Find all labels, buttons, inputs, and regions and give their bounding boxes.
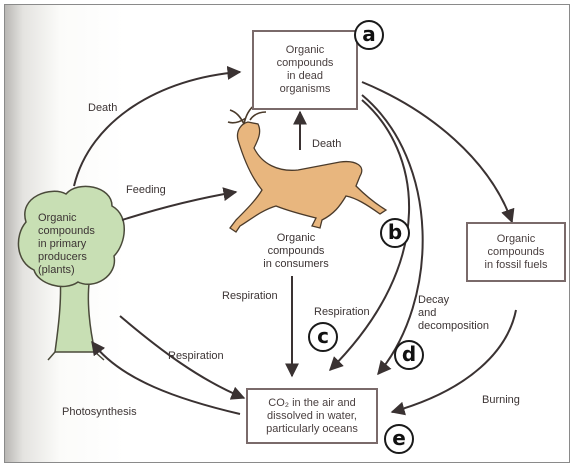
badge-e: e	[384, 424, 414, 454]
arrow-to-fossil	[362, 82, 512, 222]
badge-a: a	[354, 20, 384, 50]
feeding-label: Feeding	[126, 184, 166, 197]
producers-label: Organic compounds in primary producers (…	[38, 212, 118, 277]
burning-label: Burning	[482, 394, 520, 407]
death-center-label: Death	[312, 138, 341, 151]
respiration-plants-label: Respiration	[168, 350, 224, 363]
photosynthesis-label: Photosynthesis	[62, 406, 137, 419]
decay-label: Decay and decomposition	[418, 294, 489, 333]
co2-box: CO₂ in the air and dissolved in water, p…	[246, 388, 378, 444]
respiration-right-label: Respiration	[314, 306, 370, 319]
deer-icon	[228, 104, 386, 232]
consumers-label: Organic compounds in consumers	[250, 232, 342, 271]
death-left-label: Death	[88, 102, 117, 115]
badge-b: b	[380, 218, 410, 248]
respiration-consumers-label: Respiration	[222, 290, 278, 303]
arrow-death-left	[74, 72, 240, 186]
dead-organisms-box: Organic compounds in dead organisms	[252, 30, 358, 110]
badge-d: d	[394, 340, 424, 370]
badge-c: c	[308, 322, 338, 352]
fossil-fuels-box: Organic compounds in fossil fuels	[466, 222, 566, 282]
